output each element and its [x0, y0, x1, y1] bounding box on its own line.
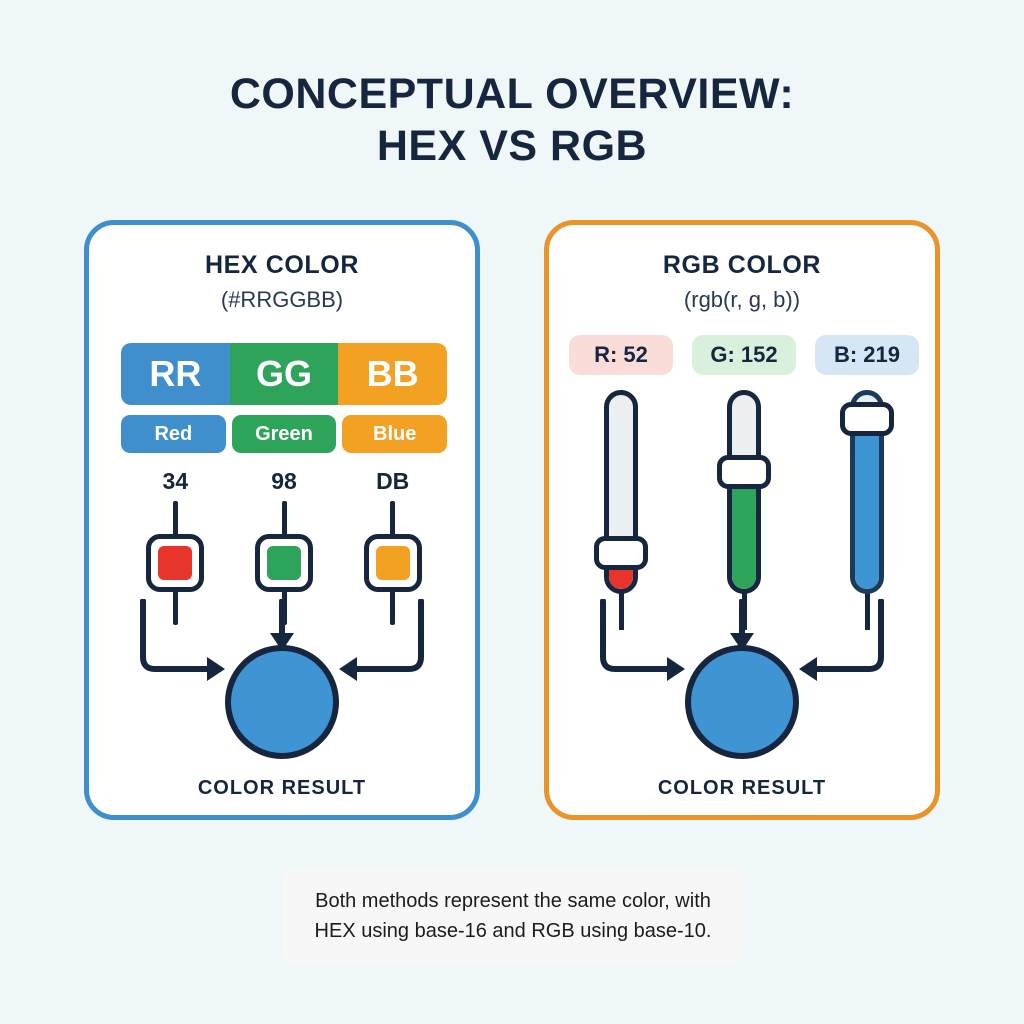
hex-chip-green-wrap — [230, 501, 339, 625]
rgb-merge-arrows — [600, 599, 884, 681]
rgb-slider-green-fill — [732, 472, 756, 589]
connector-line-blue — [864, 590, 870, 630]
rgb-value-green: G: 152 — [692, 335, 796, 375]
hex-chip-blue — [363, 534, 422, 592]
rgb-card-title: RGB COLOR — [662, 251, 822, 279]
caption-line-1: Both methods represent the same color, w… — [315, 890, 711, 912]
rgb-channel-value-pills: R: 52 G: 152 B: 219 — [569, 335, 919, 375]
hex-chip-red-wrap — [121, 501, 230, 625]
rgb-slider-blue[interactable] — [815, 390, 919, 630]
hex-channel-values: 34 98 DB — [121, 468, 447, 498]
hex-result-label: COLOR RESULT — [197, 777, 367, 799]
rgb-slider-green[interactable] — [692, 390, 796, 630]
hex-segment-gg: GG — [229, 343, 339, 405]
title-line-1: CONCEPTUAL OVERVIEW: — [229, 70, 795, 118]
hex-segment-bar: RR GG BB — [121, 343, 447, 405]
hex-chip-blue-wrap — [338, 501, 447, 625]
rgb-slider-blue-fill — [855, 422, 879, 589]
hex-merge-arrows — [140, 599, 424, 681]
hex-channel-name-green: Green — [231, 415, 337, 453]
hex-chip-blue-fill — [375, 546, 410, 580]
rgb-color-card: RGB COLOR (rgb(r, g, b)) R: 52 G: 152 B:… — [544, 220, 940, 820]
hex-color-card: HEX COLOR (#RRGGBB) RR GG BB Red Green B… — [84, 220, 480, 820]
rgb-slider-red-thumb[interactable] — [594, 536, 648, 571]
hex-chip-green-fill — [267, 546, 301, 580]
rgb-slider-red[interactable] — [569, 390, 673, 630]
hex-result-swatch — [225, 645, 339, 759]
hex-value-red: 34 — [162, 468, 189, 494]
rgb-slider-green-thumb[interactable] — [717, 454, 771, 489]
hex-value-green: 98 — [271, 468, 297, 494]
rgb-slider-blue-thumb[interactable] — [840, 401, 894, 436]
rgb-channel-sliders — [569, 390, 919, 630]
footer-caption: Both methods represent the same color, w… — [282, 868, 744, 964]
rgb-result-swatch — [685, 645, 799, 759]
hex-card-title: HEX COLOR — [204, 251, 360, 279]
rgb-card-subtitle: (rgb(r, g, b)) — [683, 287, 801, 312]
hex-card-subtitle: (#RRGGBB) — [220, 287, 344, 312]
title-line-2: HEX VS RGB — [376, 122, 648, 171]
hex-value-blue: DB — [376, 468, 410, 494]
hex-segment-bb: BB — [338, 343, 447, 405]
hex-segment-rr: RR — [121, 343, 230, 405]
rgb-result-label: COLOR RESULT — [657, 777, 827, 799]
rgb-value-blue: B: 219 — [815, 335, 919, 375]
connector-line-red — [618, 590, 624, 630]
hex-chip-green — [255, 534, 313, 592]
hex-color-chips — [121, 501, 447, 625]
hex-channel-name-blue: Blue — [342, 415, 448, 453]
hex-chip-red-fill — [158, 546, 193, 580]
hex-chip-red — [146, 534, 205, 592]
rgb-value-red: R: 52 — [569, 335, 673, 375]
rgb-slider-green-track[interactable] — [727, 390, 761, 594]
page-title: CONCEPTUAL OVERVIEW: HEX VS RGB — [0, 68, 1024, 173]
hex-channel-name-pills: Red Green Blue — [121, 415, 448, 453]
caption-line-2: HEX using base-16 and RGB using base-10. — [314, 920, 712, 942]
hex-channel-name-red: Red — [121, 415, 226, 453]
